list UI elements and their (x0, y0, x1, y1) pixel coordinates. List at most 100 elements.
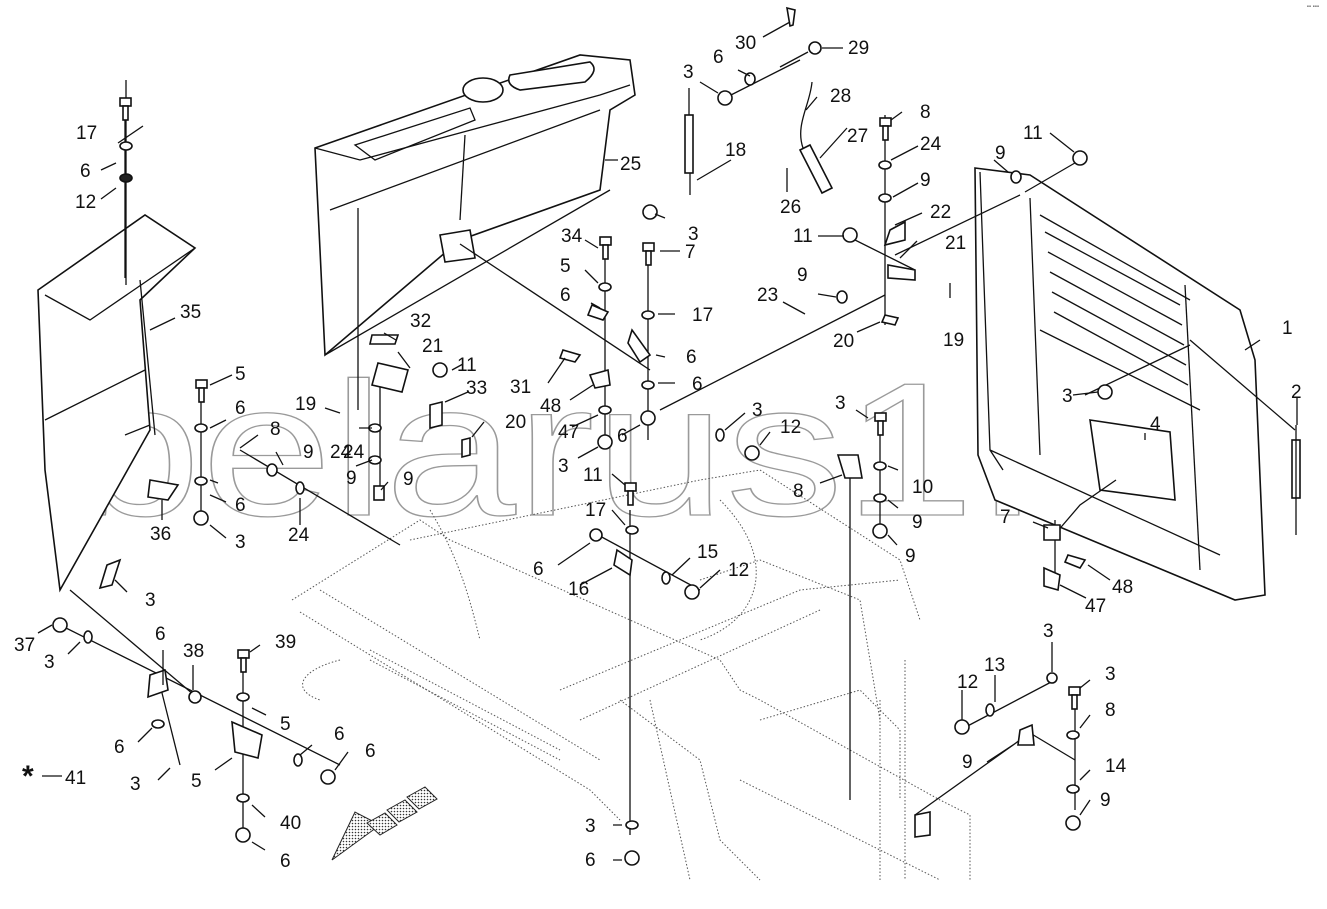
callout-8[interactable]: 3 (1105, 664, 1116, 685)
callout-17[interactable]: 7 (685, 242, 696, 263)
callout-6[interactable]: 5 (560, 256, 571, 277)
callout-19[interactable]: 19 (295, 394, 316, 415)
callout-6[interactable]: 6 (80, 161, 91, 182)
callout-3[interactable]: 12 (728, 560, 749, 581)
callout-48[interactable]: 31 (510, 377, 531, 398)
callout-11[interactable]: 9 (905, 546, 916, 567)
callout-24[interactable]: 24 (330, 442, 352, 463)
callout-37[interactable]: 3 (145, 590, 156, 611)
callout-12[interactable]: 15 (697, 542, 718, 563)
callout-19[interactable]: 19 (943, 330, 964, 351)
callout-3[interactable]: 6 (617, 426, 628, 447)
callout-9[interactable]: 14 (1105, 756, 1127, 777)
callout-36[interactable]: 36 (150, 524, 171, 545)
callout-3[interactable]: 6 (585, 850, 596, 871)
callout-5[interactable]: 5 (235, 364, 246, 385)
callout-2[interactable]: 2 (1291, 382, 1302, 403)
callout-3[interactable]: 3 (235, 532, 246, 553)
callout-32[interactable]: 32 (410, 311, 431, 332)
callout-40[interactable]: 5 (191, 771, 202, 792)
callout-20[interactable]: 20 (505, 412, 526, 433)
callout-18[interactable]: 18 (725, 140, 746, 161)
callout-5[interactable]: 3 (130, 774, 141, 795)
callout-21[interactable]: 21 (945, 233, 966, 254)
callout-10[interactable]: 8 (793, 481, 804, 502)
callout-14[interactable]: 9 (962, 752, 973, 773)
callout-48[interactable]: 48 (1112, 577, 1133, 598)
callout-3[interactable]: 3 (683, 62, 694, 83)
callout-4[interactable]: 4 (1150, 414, 1161, 435)
callout-6[interactable]: 6 (235, 398, 246, 419)
callout-6[interactable]: 3 (44, 652, 55, 673)
callout-6[interactable]: 6 (692, 374, 703, 395)
callout-12[interactable]: 13 (984, 655, 1005, 676)
callout-6[interactable]: 6 (235, 495, 246, 516)
callout-6[interactable]: 6 (334, 724, 345, 745)
callout-15[interactable]: 16 (568, 579, 589, 600)
callout-3[interactable]: 37 (14, 635, 35, 656)
callout-24[interactable]: 24 (288, 525, 310, 546)
callout-12[interactable]: 3 (752, 400, 763, 421)
callout-8[interactable]: 8 (270, 419, 281, 440)
callout-9[interactable]: 8 (1105, 700, 1116, 721)
callout-35[interactable]: 35 (180, 302, 201, 323)
callout-31[interactable]: 6 (686, 347, 697, 368)
callout-7[interactable]: 7 (1000, 507, 1011, 528)
callout-3[interactable]: 3 (688, 224, 699, 245)
callout-28[interactable]: 28 (830, 86, 851, 107)
callout-23[interactable]: 23 (757, 285, 778, 306)
callout-6[interactable]: 17 (692, 305, 713, 326)
callout-9[interactable]: 10 (912, 477, 933, 498)
callout-11[interactable]: 11 (457, 355, 477, 376)
callout-16[interactable]: 6 (533, 559, 544, 580)
callout-3[interactable]: 6 (280, 851, 291, 872)
callout-6[interactable]: 3 (585, 816, 596, 837)
callout-9[interactable]: 9 (797, 265, 808, 286)
callout-8[interactable]: 8 (920, 102, 931, 123)
callout-20[interactable]: 20 (833, 331, 854, 352)
callout-9[interactable]: 9 (920, 170, 931, 191)
callout-26[interactable]: 26 (780, 197, 801, 218)
callout-38[interactable]: 6 (155, 624, 166, 645)
callout-3[interactable]: 3 (1062, 386, 1073, 407)
callout-5[interactable]: 34 (561, 226, 583, 247)
callout-8[interactable]: 3 (835, 393, 846, 414)
callout-11[interactable]: 11 (1023, 123, 1043, 144)
callout-3[interactable]: 12 (957, 672, 978, 693)
callout-9[interactable]: 24 (343, 442, 365, 463)
callout-29[interactable]: 29 (848, 38, 869, 59)
callout-9[interactable]: 9 (346, 468, 357, 489)
callout-9[interactable]: 9 (303, 442, 314, 463)
callout-27[interactable]: 27 (847, 126, 868, 147)
callout-3[interactable]: 3 (558, 456, 569, 477)
callout-30[interactable]: 30 (735, 33, 756, 54)
callout-5[interactable]: 39 (275, 632, 296, 653)
callout-9[interactable]: 9 (995, 143, 1006, 164)
callout-13[interactable]: 3 (1043, 621, 1054, 642)
callout-17[interactable]: 17 (76, 123, 97, 144)
callout-9[interactable]: 9 (912, 512, 923, 533)
callout-24[interactable]: 24 (920, 134, 942, 155)
callout-1[interactable]: 1 (1282, 318, 1293, 339)
callout-25[interactable]: 25 (620, 154, 641, 175)
callout-6[interactable]: 47 (558, 422, 579, 443)
callout-47[interactable]: 47 (1085, 596, 1106, 617)
callout-33[interactable]: 33 (466, 378, 487, 399)
callout-34[interactable]: 9 (403, 469, 414, 490)
callout-7[interactable]: 6 (560, 285, 571, 306)
callout-11[interactable]: 11 (793, 226, 813, 247)
callout-6[interactable]: 5 (280, 714, 291, 735)
callout-39[interactable]: 38 (183, 641, 204, 662)
callout-6[interactable]: 40 (280, 813, 301, 834)
callout-17[interactable]: 11 (583, 465, 603, 486)
callout-3[interactable]: 6 (365, 741, 376, 762)
callout-22[interactable]: 22 (930, 202, 951, 223)
callout-3[interactable]: 12 (780, 417, 801, 438)
callout-6[interactable]: 17 (585, 500, 606, 521)
callout-12[interactable]: 12 (75, 192, 96, 213)
callout-47[interactable]: 48 (540, 396, 561, 417)
callout-6[interactable]: 6 (713, 47, 724, 68)
callout-11[interactable]: 9 (1100, 790, 1111, 811)
callout-6[interactable]: 6 (114, 737, 125, 758)
callout-21[interactable]: 21 (422, 336, 443, 357)
